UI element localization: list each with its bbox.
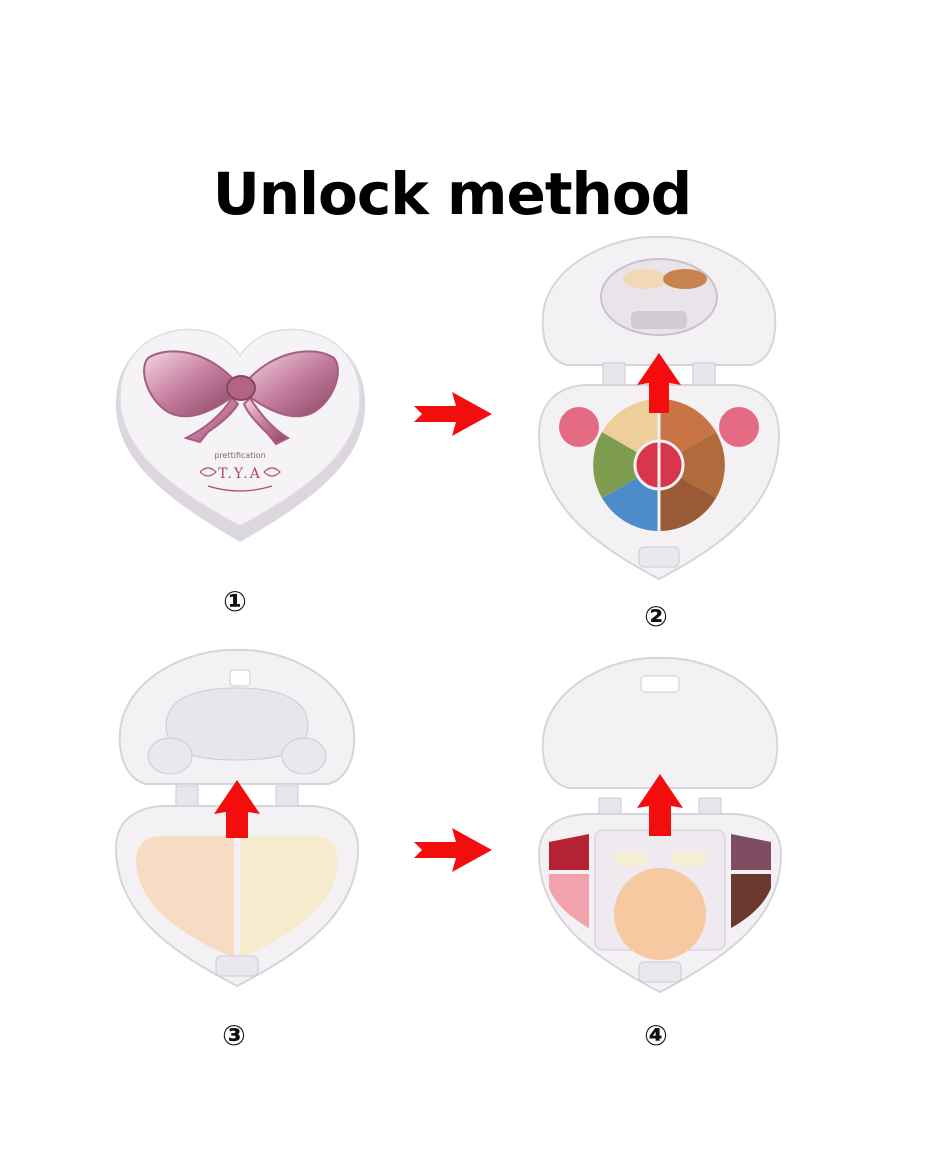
right-arrow-icon bbox=[414, 392, 492, 436]
step-number-1: ① bbox=[223, 585, 247, 618]
step-number-4: ④ bbox=[644, 1019, 668, 1052]
lip-gloss-compact-image bbox=[537, 656, 783, 994]
closed-compact-image: prettification T.Y.A bbox=[115, 328, 366, 542]
up-arrow-icon bbox=[637, 353, 681, 413]
eyeshadow-palette-image bbox=[537, 235, 781, 581]
powder-compact-image bbox=[114, 648, 360, 988]
right-arrow-icon bbox=[414, 828, 492, 872]
page-title: Unlock method bbox=[212, 160, 692, 228]
up-arrow-icon bbox=[214, 780, 260, 838]
step-number-3: ③ bbox=[222, 1019, 246, 1052]
up-arrow-icon bbox=[637, 774, 683, 836]
brand-name: T.Y.A bbox=[218, 466, 262, 482]
bow-icon bbox=[143, 350, 339, 446]
brand-tagline: prettification bbox=[214, 451, 265, 460]
step-number-2: ② bbox=[644, 600, 668, 633]
